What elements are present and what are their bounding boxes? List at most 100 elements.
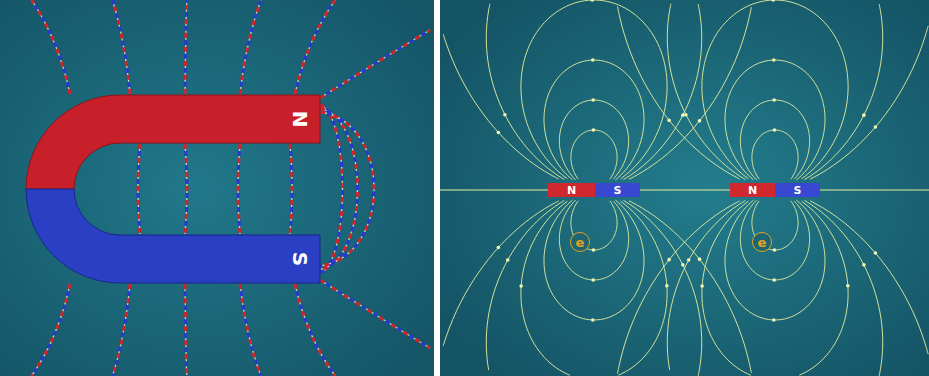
field-line <box>810 26 928 179</box>
field-arrow <box>591 98 595 102</box>
field-line <box>618 201 667 375</box>
field-dash <box>185 284 187 376</box>
field-arrow <box>772 318 776 322</box>
field-line <box>740 200 809 280</box>
field-line <box>804 200 882 375</box>
field-line <box>702 201 751 375</box>
field-dash <box>295 0 335 94</box>
field-line <box>486 201 564 371</box>
field-arrow <box>497 246 501 250</box>
magnet-pole: S <box>775 183 820 197</box>
field-lines <box>440 0 929 376</box>
axis-line <box>440 189 548 190</box>
field-arrow <box>519 284 523 288</box>
bar-south <box>595 183 640 197</box>
field-dash <box>320 280 430 348</box>
field-line <box>185 144 187 234</box>
field-arrow <box>681 113 685 117</box>
field-dash <box>32 0 71 94</box>
field-dash <box>113 284 131 376</box>
field-line <box>571 130 617 179</box>
field-arrow <box>771 0 775 2</box>
field-line <box>295 0 335 94</box>
field-arrow <box>684 113 688 117</box>
field-line <box>667 201 745 371</box>
field-dash <box>295 284 335 376</box>
axis-line <box>820 189 929 190</box>
field-dash <box>113 0 131 94</box>
field-arrow <box>667 258 671 262</box>
field-dash <box>238 144 240 234</box>
field-dash <box>295 284 335 376</box>
field-line <box>240 284 261 376</box>
field-line <box>667 4 745 180</box>
electron-symbol: e <box>752 232 772 252</box>
field-arrow <box>772 278 776 282</box>
field-line <box>544 60 644 180</box>
field-dash <box>185 0 187 94</box>
left-panel <box>0 0 434 376</box>
bar-north <box>730 183 775 197</box>
field-arrow <box>497 131 501 135</box>
field-line <box>185 284 187 376</box>
field-arrow <box>772 98 776 102</box>
pole-letter: S <box>794 185 802 196</box>
field-arrow <box>773 248 777 252</box>
field-line <box>486 4 564 180</box>
bar-north <box>548 183 595 197</box>
field-dash <box>185 284 187 376</box>
field-arrow <box>591 318 595 322</box>
field-arrow <box>592 128 596 132</box>
field-arrow <box>592 248 596 252</box>
field-dash <box>320 105 343 273</box>
field-line <box>290 144 292 234</box>
field-line <box>238 144 240 234</box>
field-arrow <box>772 58 776 62</box>
field-arrow <box>698 119 702 123</box>
field-line <box>443 34 558 179</box>
field-dash <box>320 112 374 266</box>
field-arrow <box>874 125 878 129</box>
south-arm <box>26 189 320 283</box>
field-dash <box>320 108 358 269</box>
field-arrow <box>506 258 510 262</box>
field-line <box>804 4 882 179</box>
field-dash <box>238 144 240 234</box>
field-dash <box>290 144 292 234</box>
field-line <box>725 200 825 320</box>
bar-south <box>775 183 820 197</box>
field-dash <box>240 0 261 94</box>
field-line <box>799 201 848 375</box>
field-dash <box>185 144 187 234</box>
field-arrow <box>862 113 866 117</box>
axis-line <box>640 189 730 190</box>
field-arrow <box>687 258 691 262</box>
field-dash <box>320 112 374 266</box>
bar-magnets <box>548 183 820 197</box>
field-arrow <box>681 263 685 267</box>
field-line <box>32 284 71 376</box>
field-dash <box>320 105 343 273</box>
pole-letter: S <box>614 185 622 196</box>
magnet-pole: N <box>282 97 318 141</box>
field-dash <box>32 0 71 94</box>
field-line <box>113 0 131 94</box>
field-arrow <box>700 284 704 288</box>
magnet-pole: N <box>548 183 595 197</box>
field-line <box>185 0 187 94</box>
electron-symbol: e <box>570 232 590 252</box>
field-arrow <box>874 251 878 255</box>
field-line <box>320 112 374 266</box>
field-line <box>113 284 131 376</box>
field-line <box>138 144 140 234</box>
field-line <box>443 201 558 346</box>
pole-letter: S <box>290 252 310 266</box>
field-line <box>810 201 928 354</box>
field-arrow <box>667 119 671 123</box>
field-arrow <box>590 0 594 2</box>
field-line <box>320 108 358 269</box>
field-line <box>559 100 628 180</box>
field-dash <box>320 280 430 348</box>
field-line <box>32 0 71 94</box>
